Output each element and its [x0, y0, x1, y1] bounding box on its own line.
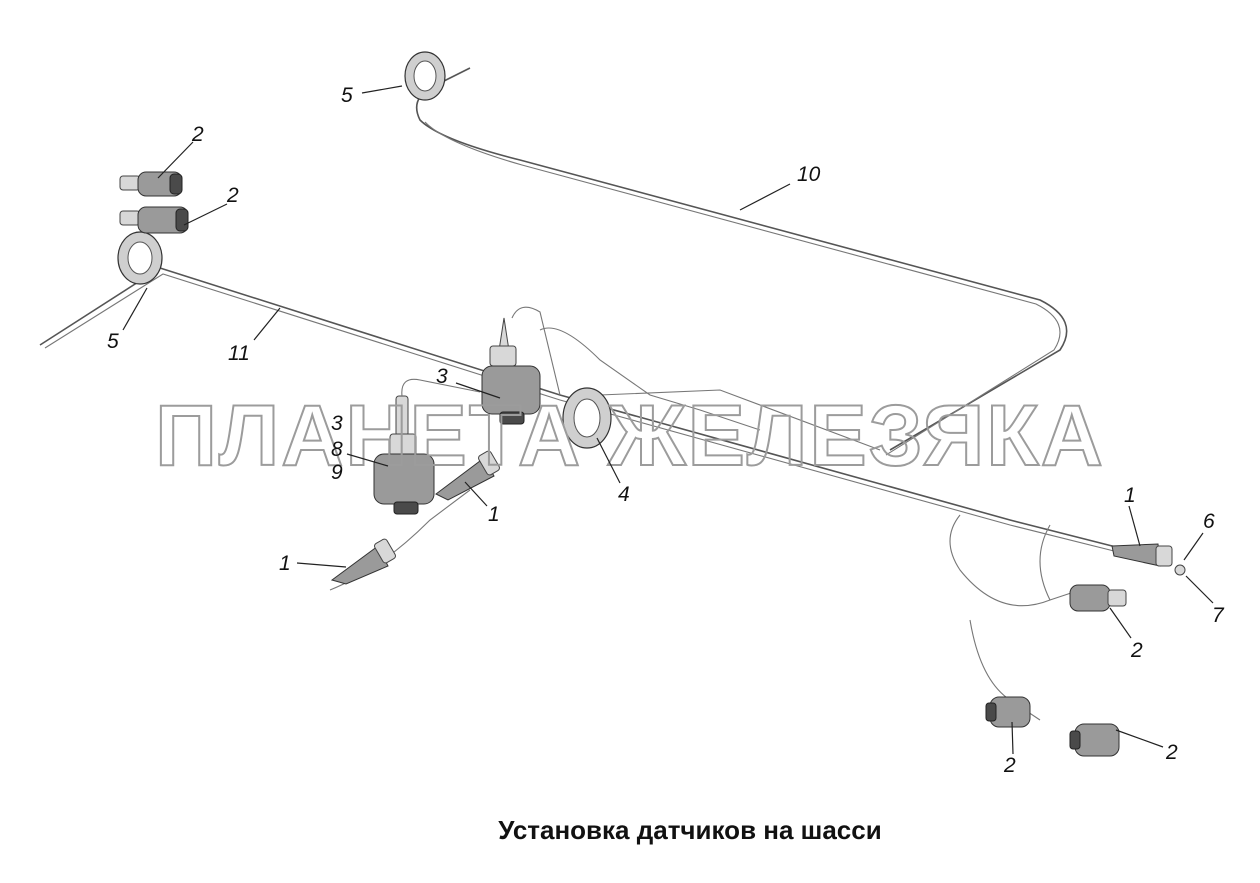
- sensor-3-upper: [481, 306, 561, 425]
- callout-6: 6: [1203, 510, 1215, 533]
- callout-3-upper: 3: [436, 365, 448, 388]
- caption-text: Установка датчиков на шасси: [498, 815, 882, 845]
- sensor-1-left: [330, 538, 396, 585]
- right-wire-loop-2: [1039, 524, 1051, 601]
- callout-1-middle: 1: [488, 503, 500, 526]
- sensor-2-bottom-b: [1069, 723, 1120, 757]
- callout-5-top: 5: [341, 84, 353, 107]
- callout-10: 10: [797, 163, 821, 186]
- callout-9: 9: [331, 461, 343, 484]
- sensor-2-top-b: [119, 206, 189, 234]
- callout-11: 11: [228, 342, 250, 365]
- pipe-bundle-2: [599, 389, 881, 451]
- callout-4: 4: [618, 483, 630, 506]
- sensor-1-middle: [435, 450, 500, 501]
- callout-2-top-b: 2: [226, 184, 239, 207]
- watermark: ПЛАНЕТА ЖЕЛЕЗЯКА: [155, 388, 1105, 484]
- callout-8: 8: [331, 438, 343, 461]
- pipe-bundle: [539, 327, 761, 431]
- tube-10-shadow: [424, 121, 1061, 456]
- callout-5-left: 5: [107, 330, 119, 353]
- callout-2-top-a: 2: [191, 123, 204, 146]
- sensor-2-bottom-a: [985, 696, 1031, 728]
- leader-lines: [122, 85, 1214, 755]
- callout-2-right: 2: [1130, 639, 1143, 662]
- callout-3-lower: 3: [331, 412, 343, 435]
- callout-7: 7: [1212, 604, 1225, 627]
- sensor-2-right: [1069, 584, 1127, 612]
- callout-2-bottom-b: 2: [1165, 741, 1178, 764]
- callout-1-right: 1: [1124, 484, 1136, 507]
- tube-10: [415, 67, 1068, 451]
- sensor-1-right: [1111, 543, 1186, 576]
- callout-2-bottom-a: 2: [1003, 754, 1016, 777]
- callout-1-left: 1: [279, 552, 291, 575]
- sensor-3-lower: [373, 378, 481, 515]
- diagram-caption: Установка датчиков на шасси: [0, 815, 1260, 846]
- sensor-2-top-a: [119, 171, 183, 197]
- right-wire-loop: [949, 514, 1081, 607]
